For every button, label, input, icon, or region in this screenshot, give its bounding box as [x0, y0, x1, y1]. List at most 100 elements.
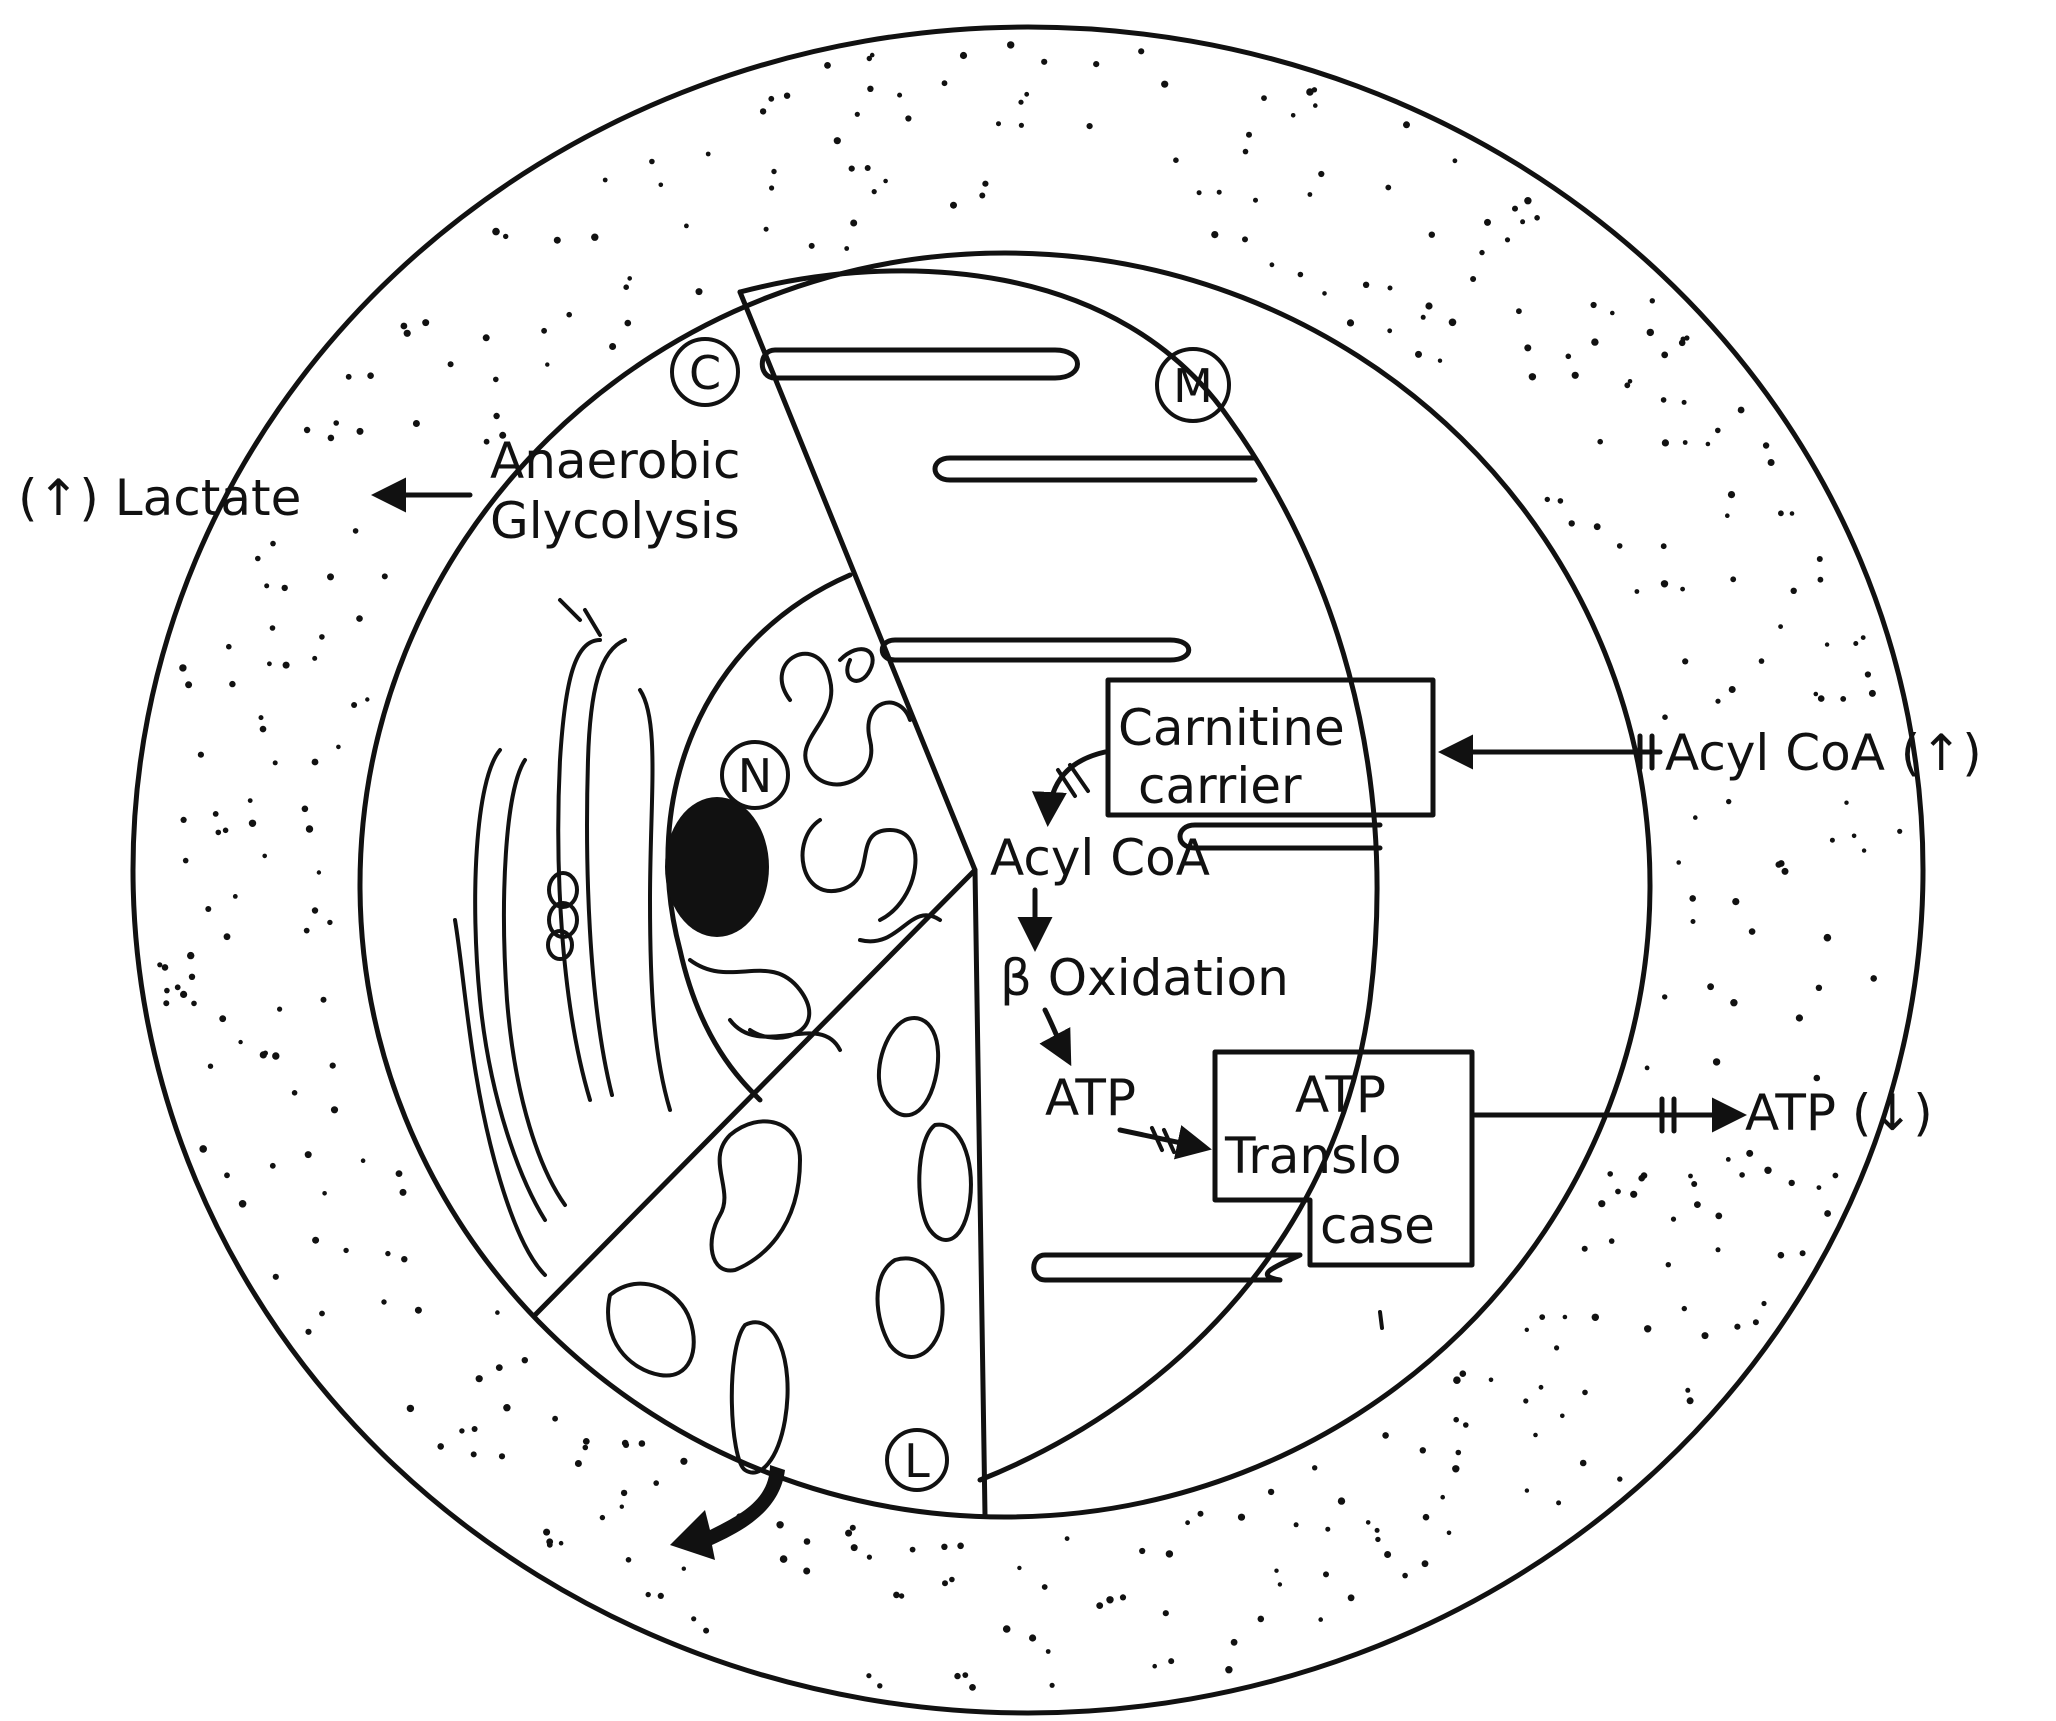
stipple-dot	[306, 825, 313, 832]
stipple-dot	[776, 1521, 783, 1528]
stipple-dot	[1645, 1066, 1650, 1071]
stipple-dot	[1671, 1217, 1676, 1222]
stipple-dot	[1818, 695, 1825, 702]
stipple-dot	[1243, 149, 1249, 155]
stipple-dot	[623, 284, 629, 290]
stipple-dot	[960, 52, 967, 59]
stipple-dot	[305, 1329, 311, 1335]
stipple-dot	[1533, 1433, 1538, 1438]
stipple-dot	[1683, 440, 1688, 445]
stipple-dot	[1778, 860, 1785, 867]
stipple-dot	[1729, 686, 1736, 693]
atp-inner-label: ATP	[1045, 1069, 1136, 1127]
stipple-dot	[1278, 1582, 1282, 1586]
stipple-dot	[321, 997, 327, 1003]
stipple-dot	[1460, 1370, 1467, 1377]
stipple-dot	[164, 988, 170, 994]
stipple-dot	[400, 1189, 407, 1196]
stipple-dot	[312, 759, 319, 766]
crista	[882, 640, 1189, 660]
stipple-dot	[625, 320, 632, 327]
stipple-dot	[1753, 1319, 1759, 1325]
atp-to-translocase-arrow	[1120, 1130, 1205, 1148]
stipple-dot	[208, 1064, 213, 1069]
stipple-dot	[1120, 1594, 1126, 1600]
stipple-dot	[1617, 1476, 1622, 1481]
stipple-dot	[346, 374, 352, 380]
stipple-dot	[317, 870, 321, 874]
stipple-dot	[1242, 236, 1248, 242]
stipple-dot	[957, 1543, 964, 1550]
stipple-dot	[1019, 123, 1024, 128]
atp-box-line1: ATP	[1295, 1066, 1386, 1124]
stipple-dot	[1558, 498, 1564, 504]
stipple-dot	[331, 1106, 338, 1113]
stipple-dot	[1539, 1314, 1545, 1320]
stipple-dot	[1734, 1324, 1740, 1330]
stipple-dot	[653, 1480, 659, 1486]
stipple-dot	[327, 920, 332, 925]
stipple-dot	[969, 1684, 976, 1691]
stipple-dot	[401, 1256, 407, 1262]
stipple-dot	[1597, 439, 1603, 445]
stipple-dot	[382, 573, 388, 579]
compartment-c-label: C	[689, 346, 721, 400]
stipple-dot	[1325, 1527, 1330, 1532]
stipple-dot	[1425, 302, 1432, 309]
stipple-dot	[1789, 1180, 1795, 1186]
beta-to-atp-arrow	[1045, 1010, 1068, 1060]
stipple-dot	[1563, 1315, 1568, 1320]
stipple-dot	[1607, 1171, 1613, 1177]
stipple-dot	[1650, 298, 1655, 303]
stipple-dot	[1534, 215, 1540, 221]
stipple-dot	[1231, 1639, 1238, 1646]
stipple-dot	[962, 1672, 968, 1678]
stipple-dot	[1865, 671, 1871, 677]
stipple-dot	[649, 159, 655, 165]
stipple-dot	[319, 1311, 325, 1317]
stipple-dot	[304, 928, 310, 934]
stipple-dot	[849, 166, 855, 172]
stipple-dot	[1274, 1569, 1278, 1573]
stipple-dot	[483, 334, 490, 341]
stipple-dot	[180, 991, 187, 998]
stipple-dot	[1691, 1181, 1697, 1187]
stipple-dot	[1453, 1417, 1459, 1423]
stipple-dot	[1291, 113, 1296, 118]
stipple-dot	[1421, 315, 1426, 320]
stipple-dot	[760, 108, 766, 114]
stipple-dot	[1635, 589, 1640, 594]
stipple-dot	[600, 1515, 605, 1520]
stipple-dot	[1422, 1560, 1429, 1567]
stipple-dot	[1715, 428, 1721, 434]
stipple-dot	[365, 697, 369, 701]
stipple-dot	[503, 1404, 510, 1411]
stipple-dot	[1554, 1345, 1559, 1350]
stipple-dot	[1139, 1548, 1145, 1554]
stipple-dot	[1778, 1252, 1785, 1259]
stipple-dot	[942, 1580, 948, 1586]
stipple-dot	[865, 165, 871, 171]
stipple-dot	[1726, 799, 1731, 804]
stipple-dot	[415, 1307, 422, 1314]
stipple-dot	[1106, 1596, 1113, 1603]
stipple-dot	[1415, 351, 1422, 358]
stipple-dot	[1644, 1325, 1651, 1332]
stipple-dot	[1738, 407, 1745, 414]
stipple-dot	[1018, 100, 1023, 105]
stipple-dot	[1270, 262, 1275, 267]
stipple-dot	[472, 1426, 478, 1432]
stipple-dot	[545, 362, 549, 366]
stipple-dot	[1211, 231, 1218, 238]
stipple-dot	[1484, 219, 1491, 226]
stipple-dot	[1529, 373, 1536, 380]
stipple-dot	[1726, 1157, 1731, 1162]
stipple-dot	[1029, 1634, 1036, 1641]
stipple-dot	[1152, 1664, 1157, 1669]
stipple-dot	[559, 1541, 564, 1546]
stipple-dot	[1268, 1489, 1274, 1495]
stipple-dot	[233, 894, 238, 899]
stipple-dot	[1647, 329, 1654, 336]
stipple-dot	[1746, 1150, 1753, 1157]
nucleolus	[665, 797, 769, 937]
